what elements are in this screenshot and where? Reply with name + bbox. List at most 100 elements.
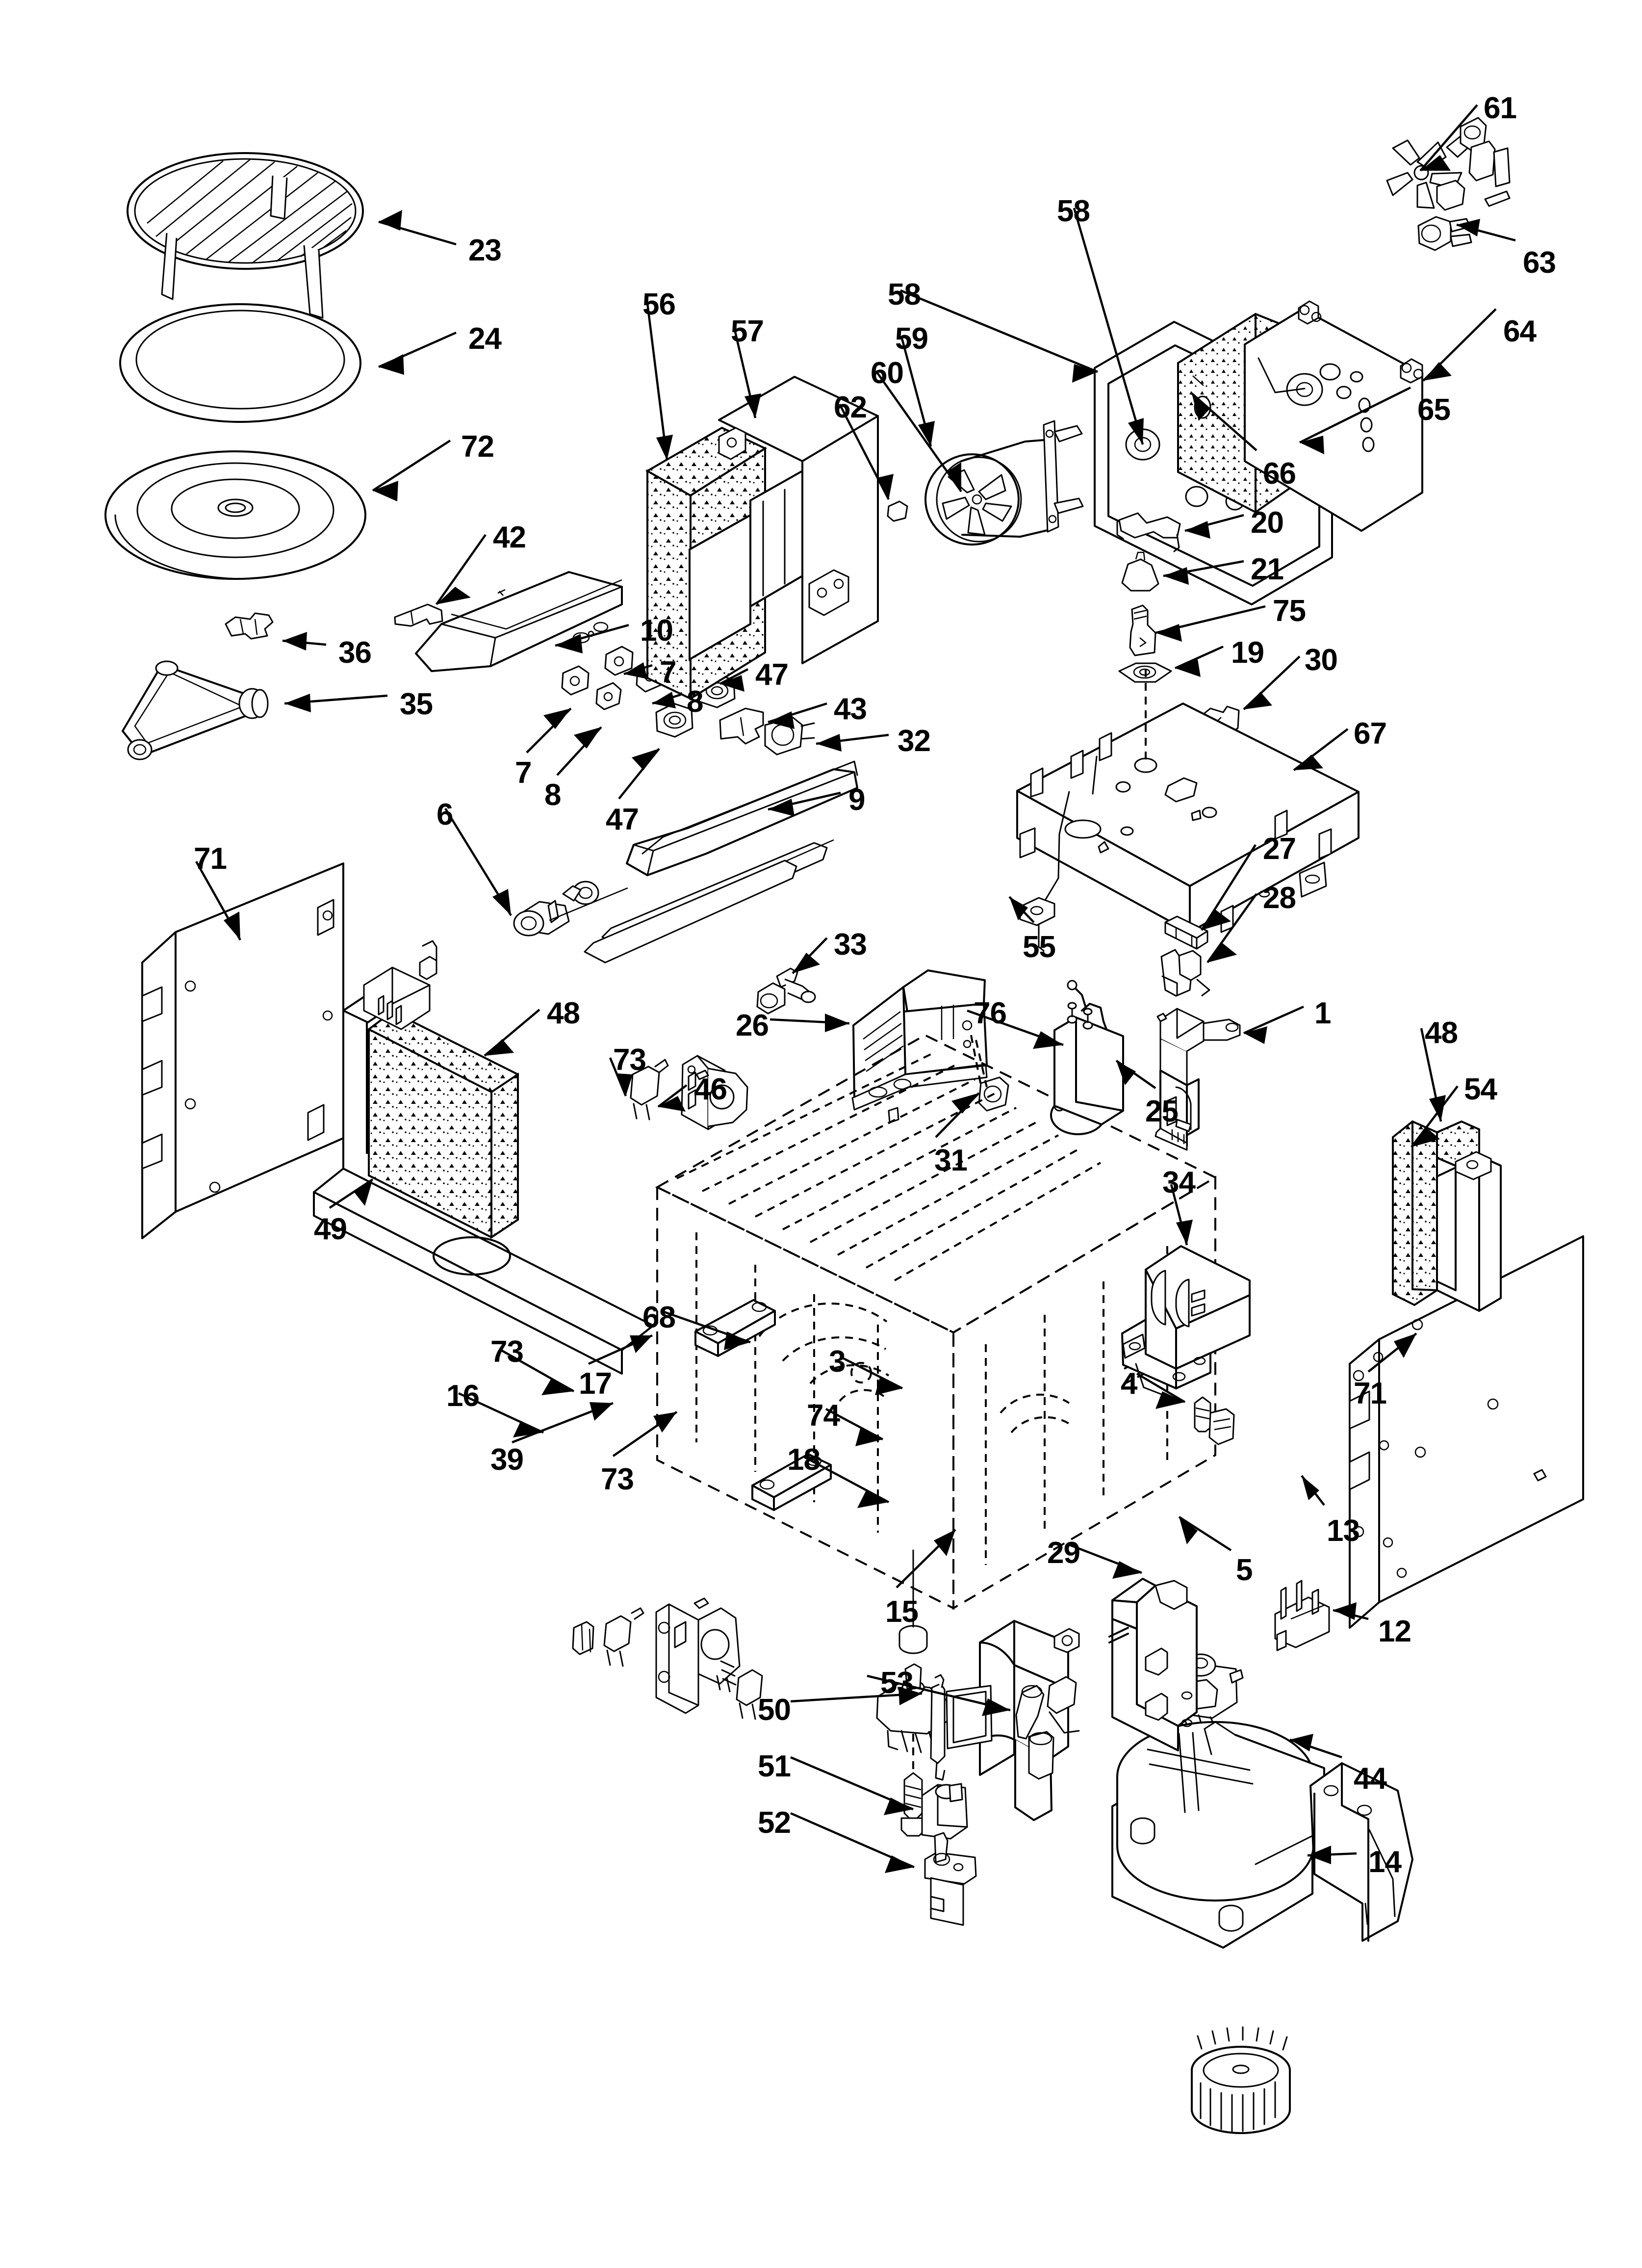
part-switch-73b xyxy=(603,1607,644,1667)
callout-76: 76 xyxy=(974,996,1007,1030)
callout-50: 50 xyxy=(758,1693,791,1727)
callout-36: 36 xyxy=(338,636,372,670)
part-lamp-bracket-20 xyxy=(1116,512,1181,552)
callout-10: 10 xyxy=(640,614,673,648)
callout-21: 21 xyxy=(1251,552,1284,586)
part-coupler-36 xyxy=(225,612,274,640)
part-fan-blade-14 xyxy=(1191,2026,1291,2134)
callout-13: 13 xyxy=(1327,1514,1360,1548)
callout-67: 67 xyxy=(1354,717,1387,751)
callout-48-a: 48 xyxy=(547,996,580,1030)
part-transformer-34 xyxy=(1121,1245,1251,1400)
callout-73-b: 73 xyxy=(490,1335,524,1369)
part-bracket-43 xyxy=(719,707,764,745)
callout-17: 17 xyxy=(579,1367,612,1401)
callout-9: 9 xyxy=(848,783,865,817)
callout-32: 32 xyxy=(898,724,931,758)
part-roller-ring-35 xyxy=(122,660,269,760)
part-screwcap-62 xyxy=(887,500,908,522)
callout-66: 66 xyxy=(1263,457,1296,491)
part-grommet-3 xyxy=(898,1549,928,1654)
part-side-panel-71b xyxy=(1349,1235,1584,1629)
callout-53: 53 xyxy=(880,1666,914,1700)
part-base-tray-67 xyxy=(1016,669,1360,933)
callout-29: 29 xyxy=(1047,1536,1080,1570)
part-relay-bracket-1 xyxy=(1155,1008,1241,1151)
callout-27: 27 xyxy=(1263,832,1296,866)
part-solenoid-52 xyxy=(924,1832,977,1926)
callout-1: 1 xyxy=(1314,996,1331,1030)
part-clip-33 xyxy=(756,967,816,1015)
callout-25: 25 xyxy=(1145,1095,1179,1128)
part-lever-53 xyxy=(1015,1685,1054,1780)
part-cap-51 xyxy=(921,1783,968,1840)
part-spacer-54 xyxy=(1436,1151,1502,1312)
callout-33: 33 xyxy=(834,928,867,962)
part-stirrer-60 xyxy=(924,453,1022,546)
callout-46: 46 xyxy=(694,1072,727,1106)
callout-62: 62 xyxy=(834,391,867,424)
callout-26: 26 xyxy=(736,1009,769,1043)
part-clip-42 xyxy=(394,603,443,627)
part-duct-9 xyxy=(626,760,858,876)
callout-24: 24 xyxy=(468,322,502,356)
callout-54: 54 xyxy=(1464,1072,1497,1106)
part-shim-68 xyxy=(751,1453,832,1511)
callout-61: 61 xyxy=(1484,91,1517,125)
callout-47-a: 47 xyxy=(755,658,789,692)
callout-60: 60 xyxy=(871,356,904,390)
callout-58-b: 58 xyxy=(1057,194,1090,228)
callout-7-a: 7 xyxy=(660,655,676,689)
callout-71-a: 71 xyxy=(194,842,227,876)
part-mount-panel-64 xyxy=(1244,300,1424,532)
callout-5: 5 xyxy=(1236,1553,1253,1587)
part-tube-lower xyxy=(584,839,834,964)
part-door-panel-56 xyxy=(645,426,768,701)
part-motor-63 xyxy=(1417,216,1472,251)
part-bracket-7b xyxy=(561,665,590,696)
callout-65: 65 xyxy=(1417,393,1451,427)
callout-52: 52 xyxy=(758,1806,791,1840)
callout-57: 57 xyxy=(731,314,764,348)
leader-lines xyxy=(195,104,1516,1873)
part-housing-10 xyxy=(415,571,623,672)
callout-58-a: 58 xyxy=(888,278,921,312)
callout-43: 43 xyxy=(834,692,867,726)
part-terminal-block-13 xyxy=(1274,1580,1330,1651)
callout-20: 20 xyxy=(1251,506,1284,540)
callout-15: 15 xyxy=(885,1595,919,1629)
callout-23: 23 xyxy=(468,234,502,267)
part-fuse-holder-28 xyxy=(1160,949,1210,997)
callout-73-c: 73 xyxy=(601,1462,634,1496)
callout-6: 6 xyxy=(436,798,453,832)
callout-30: 30 xyxy=(1305,643,1338,677)
callout-4: 4 xyxy=(1121,1367,1137,1401)
callout-28: 28 xyxy=(1263,881,1296,915)
part-door-frame-57 xyxy=(718,376,879,664)
callout-49: 49 xyxy=(314,1212,347,1246)
callout-47-b: 47 xyxy=(606,803,639,836)
cavity-outline-dashed xyxy=(655,1034,1218,1610)
part-bracket-7a xyxy=(604,646,634,676)
callout-56: 56 xyxy=(642,287,676,321)
part-turntable-72 xyxy=(104,450,366,580)
callout-51: 51 xyxy=(758,1749,791,1783)
part-switch-73a xyxy=(630,1059,669,1121)
callout-8-a: 8 xyxy=(687,685,703,719)
callout-71-b: 71 xyxy=(1354,1377,1387,1410)
callout-3: 3 xyxy=(829,1345,846,1379)
callout-64: 64 xyxy=(1503,314,1537,348)
part-air-guide-12 xyxy=(1309,1762,1413,1942)
callout-19: 19 xyxy=(1231,636,1264,670)
part-screw-4 xyxy=(1194,1396,1235,1445)
callout-39: 39 xyxy=(490,1443,524,1477)
callout-48-b: 48 xyxy=(1425,1016,1458,1050)
part-latch-39 xyxy=(655,1597,741,1714)
part-insulator-48a xyxy=(363,940,519,1239)
callout-8-b: 8 xyxy=(544,778,561,812)
part-switch-73c xyxy=(736,1669,763,1720)
part-bracket-8b xyxy=(595,682,622,710)
callout-72: 72 xyxy=(461,430,494,464)
